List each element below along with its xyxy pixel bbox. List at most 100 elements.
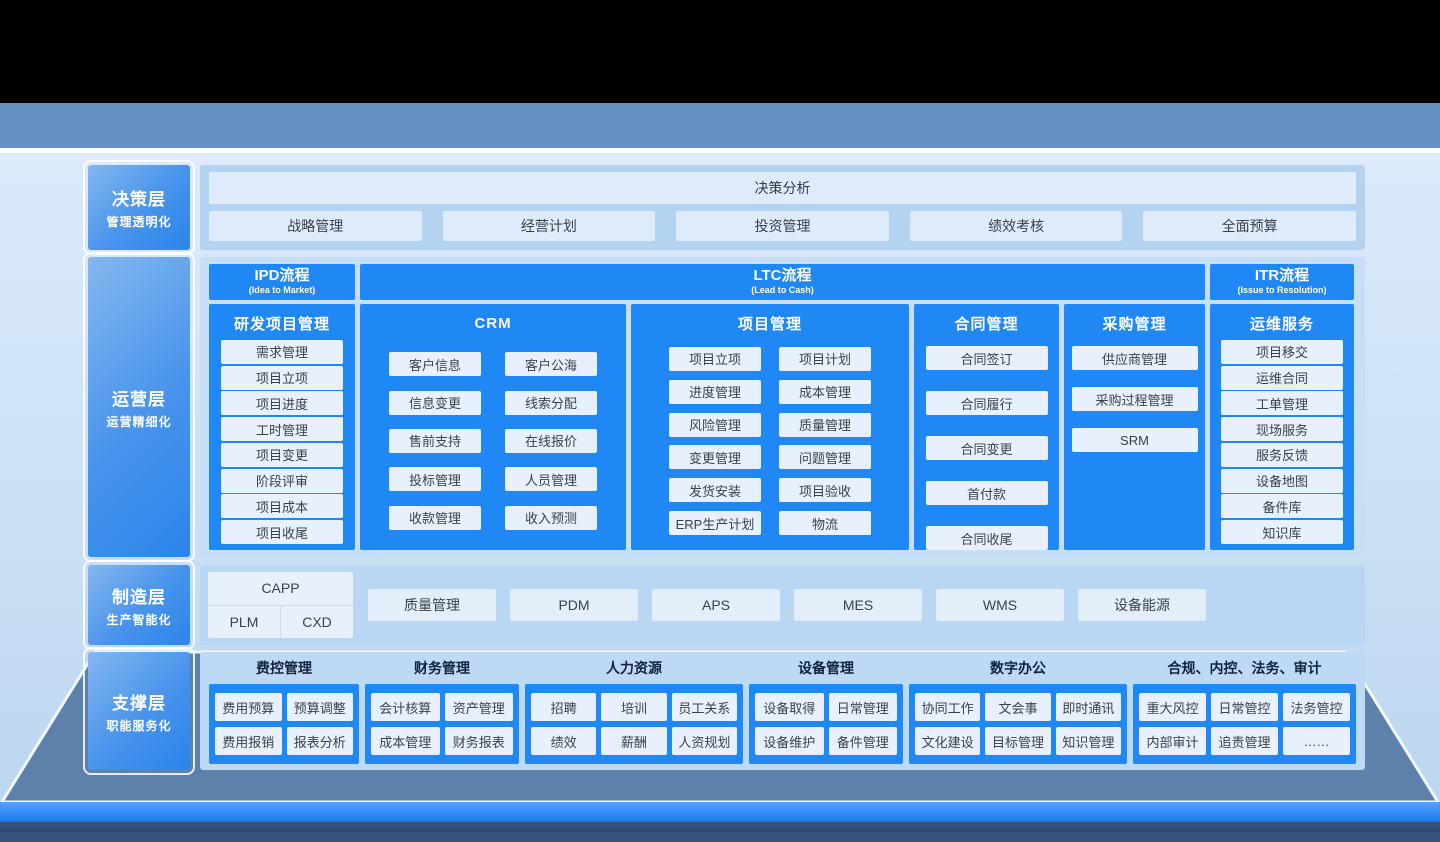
module-chip: 线索分配 [505,390,597,415]
support-group-title: 设备管理 [798,660,854,676]
module-chip: 售前支持 [389,428,481,453]
layer-label-manufacturing: 制造层 生产智能化 [83,560,195,650]
support-group-box: 费用预算预算调整费用报销报表分析 [209,684,359,764]
layer-subtitle: 管理透明化 [106,215,172,229]
support-row: 文化建设目标管理知识管理 [915,727,1121,755]
module-chip: 客户信息 [389,352,481,377]
support-group-title: 数字办公 [990,660,1046,676]
ops-column: 合同管理合同签订合同履行合同变更首付款合同收尾 [914,304,1059,550]
module-chip: CAPP [208,572,353,606]
decision-analysis-banner: 决策分析 [209,172,1356,204]
support-row: 费用预算预算调整 [215,693,353,721]
support-row: 成本管理财务报表 [371,727,513,755]
module-chip: 项目立项 [221,365,343,390]
module-chip: 文化建设 [915,727,981,755]
module-chip: 设备能源 [1078,589,1206,621]
top-steel-bar [0,103,1440,148]
module-chip: 需求管理 [221,339,343,364]
module-chip: 风险管理 [669,412,761,437]
module-chip: ERP生产计划 [669,511,761,536]
decision-module: 绩效考核 [909,211,1123,241]
support-group-title: 人力资源 [606,660,662,676]
module-chip: 项目变更 [221,442,343,467]
support-group: 合规、内控、法务、审计重大风控日常管控法务管控内部审计追责管理…… [1133,652,1356,764]
support-group: 数字办公协同工作文会事即时通讯文化建设目标管理知识管理 [909,652,1127,764]
support-row: 设备取得日常管理 [755,693,897,721]
module-chip: 合同收尾 [925,526,1048,550]
module-chip: 内部审计 [1139,727,1206,755]
column-row: 收款管理收入预测 [389,505,597,530]
process-subtitle: (Idea to Market) [248,284,316,295]
column-row: 进度管理成本管理 [669,379,871,404]
module-chip: 质量管理 [368,589,496,621]
column-row: 项目立项项目计划 [669,346,871,371]
process-headers-row: IPD流程(Idea to Market)LTC流程(Lead to Cash)… [209,264,1356,300]
module-chip: 会计核算 [371,693,440,721]
support-group-title: 费控管理 [256,660,312,676]
module-chip: 即时通讯 [1055,693,1121,721]
module-chip: 员工关系 [671,693,737,721]
module-chip: 招聘 [531,693,597,721]
support-row: 费用报销报表分析 [215,727,353,755]
layer-label-decision: 决策层 管理透明化 [83,160,195,255]
layer-title: 决策层 [112,190,166,209]
module-chip: 费用报销 [215,727,282,755]
support-group: 设备管理设备取得日常管理设备维护备件管理 [749,652,903,764]
module-chip: 问题管理 [779,445,871,470]
layer-subtitle: 运营精细化 [106,414,172,429]
module-chip: 绩效 [531,727,597,755]
module-chip: 备件管理 [828,727,897,755]
module-chip: 预算调整 [286,693,353,721]
module-chip: 知识管理 [1055,727,1121,755]
ops-column: 运维服务项目移交运维合同工单管理现场服务服务反馈设备地图备件库知识库 [1210,304,1354,550]
module-chip: 收入预测 [505,505,597,530]
process-title: LTC流程 [753,267,812,285]
column-items: 需求管理项目立项项目进度工时管理项目变更阶段评审项目成本项目收尾 [209,338,355,550]
process-subtitle: (Lead to Cash) [751,284,814,295]
module-chip: MES [794,589,922,621]
module-chip: 成本管理 [779,379,871,404]
module-chip: 日常管控 [1211,693,1278,721]
layer-subtitle: 职能服务化 [106,718,172,733]
column-title: 合同管理 [954,315,1019,333]
module-chip: 项目验收 [779,478,871,503]
column-row: 客户信息客户公海 [389,352,597,377]
column-row: ERP生产计划物流 [669,511,871,536]
support-group-box: 招聘培训员工关系绩效薪酬人资规划 [525,684,743,764]
module-chip: 工时管理 [221,417,343,442]
module-chip: 在线报价 [505,428,597,453]
module-chip: 重大风控 [1139,693,1206,721]
module-chip: 工单管理 [1221,391,1343,416]
module-chip: 设备地图 [1221,468,1343,493]
module-chip: 项目移交 [1221,339,1343,364]
module-chip: 项目收尾 [221,520,343,545]
module-chip: 合同变更 [925,436,1048,460]
module-chip: 备件库 [1221,494,1343,519]
module-chip: 信息变更 [389,390,481,415]
decision-module: 投资管理 [676,211,889,241]
module-chip: 报表分析 [286,727,353,755]
column-title: 项目管理 [737,315,802,333]
module-chip: 薪酬 [601,727,667,755]
module-chip: 变更管理 [669,445,761,470]
module-chip: 现场服务 [1221,417,1343,442]
module-chip: 日常管理 [828,693,897,721]
module-chip: 首付款 [925,481,1048,505]
module-chip: 运维合同 [1221,365,1343,390]
decision-module: 战略管理 [209,211,422,241]
layer-title: 运营层 [112,389,166,409]
support-row: 重大风控日常管控法务管控 [1139,693,1350,721]
column-items: 项目立项项目计划进度管理成本管理风险管理质量管理变更管理问题管理发货安装项目验收… [631,338,909,550]
column-title: 采购管理 [1102,315,1167,333]
module-chip: CXD [302,613,332,630]
process-title: ITR流程 [1254,267,1310,285]
module-chip: 文会事 [985,693,1051,721]
module-chip: 协同工作 [915,693,981,721]
module-chip: …… [1283,727,1350,755]
support-layer-panel: 费控管理费用预算预算调整费用报销报表分析财务管理会计核算资产管理成本管理财务报表… [200,652,1365,770]
